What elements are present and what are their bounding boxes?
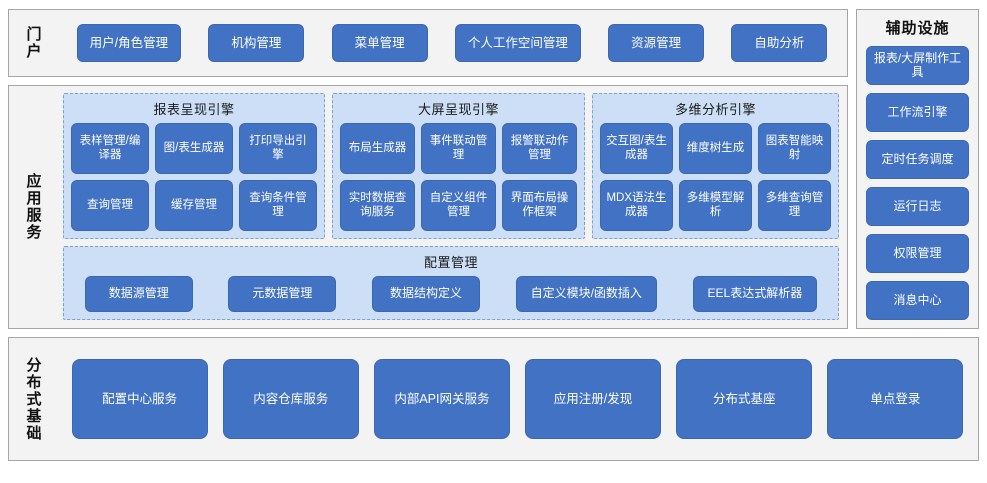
bigscreen-engine-item-ui-layout-framework[interactable]: 界面布局操作框架 — [502, 180, 577, 231]
panel-olap-engine-title: 多维分析引擎 — [674, 102, 756, 117]
config-item-data-structure[interactable]: 数据结构定义 — [371, 276, 480, 312]
panel-olap-engine: 多维分析引擎 交互图/表生成器 维度树生成 图表智能映射 MDX语法生成器 多维… — [592, 93, 839, 239]
bigscreen-engine-item-layout-generator[interactable]: 布局生成器 — [340, 123, 415, 174]
bigscreen-engine-item-realtime-query[interactable]: 实时数据查询服务 — [340, 180, 415, 231]
aux-item-workflow-engine[interactable]: 工作流引擎 — [866, 93, 969, 132]
distributed-foundation-label: 分布式基础 — [24, 356, 42, 442]
config-item-datasource[interactable]: 数据源管理 — [84, 276, 193, 312]
aux-item-scheduled-task[interactable]: 定时任务调度 — [866, 140, 969, 179]
portal-item-resource[interactable]: 资源管理 — [608, 24, 705, 62]
portal-item-workspace[interactable]: 个人工作空间管理 — [454, 24, 581, 62]
report-engine-item-template-manager[interactable]: 表样管理/编译器 — [71, 123, 149, 174]
panel-bigscreen-engine-title: 大屏呈现引擎 — [417, 102, 499, 117]
portal-label: 门户 — [24, 26, 42, 60]
report-engine-item-query-condition[interactable]: 查询条件管理 — [239, 180, 317, 231]
olap-engine-item-model-parser[interactable]: 多维模型解析 — [679, 180, 752, 231]
application-services-content: 报表呈现引擎 表样管理/编译器 图/表生成器 打印导出引擎 查询管理 缓存管理 … — [57, 86, 847, 328]
portal-item-user-role[interactable]: 用户/角色管理 — [76, 24, 182, 62]
bigscreen-engine-item-custom-component[interactable]: 自定义组件管理 — [421, 180, 496, 231]
olap-engine-item-dimension-tree[interactable]: 维度树生成 — [679, 123, 752, 174]
report-engine-item-query-manager[interactable]: 查询管理 — [71, 180, 149, 231]
left-main-column: 门户 用户/角色管理 机构管理 菜单管理 个人工作空间管理 资源管理 自助分析 … — [8, 9, 848, 329]
auxiliary-facilities-items: 报表/大屏制作工具 工作流引擎 定时任务调度 运行日志 权限管理 消息中心 — [866, 46, 969, 320]
config-management-items: 数据源管理 元数据管理 数据结构定义 自定义模块/函数插入 EEL表达式解析器 — [71, 276, 831, 312]
distributed-foundation-section: 分布式基础 配置中心服务 内容仓库服务 内部API网关服务 应用注册/发现 分布… — [8, 337, 979, 461]
panel-config-management-title: 配置管理 — [423, 255, 478, 270]
dist-item-content-repository[interactable]: 内容仓库服务 — [222, 359, 359, 439]
panel-olap-engine-grid: 交互图/表生成器 维度树生成 图表智能映射 MDX语法生成器 多维模型解析 多维… — [600, 123, 831, 231]
bigscreen-engine-item-event-linkage[interactable]: 事件联动管理 — [421, 123, 496, 174]
panel-report-engine: 报表呈现引擎 表样管理/编译器 图/表生成器 打印导出引擎 查询管理 缓存管理 … — [63, 93, 325, 239]
dist-item-distributed-base[interactable]: 分布式基座 — [676, 359, 813, 439]
aux-item-report-screen-tool[interactable]: 报表/大屏制作工具 — [866, 46, 969, 85]
report-engine-item-cache-manager[interactable]: 缓存管理 — [155, 180, 233, 231]
portal-item-org[interactable]: 机构管理 — [208, 24, 305, 62]
distributed-foundation-items: 配置中心服务 内容仓库服务 内部API网关服务 应用注册/发现 分布式基座 单点… — [57, 338, 978, 460]
application-services-label: 应用服务 — [24, 173, 42, 241]
olap-engine-item-query-manager[interactable]: 多维查询管理 — [758, 180, 831, 231]
auxiliary-facilities-section: 辅助设施 报表/大屏制作工具 工作流引擎 定时任务调度 运行日志 权限管理 消息… — [856, 9, 979, 329]
aux-item-permission-management[interactable]: 权限管理 — [866, 234, 969, 273]
auxiliary-facilities-title: 辅助设施 — [885, 20, 950, 37]
panel-report-engine-grid: 表样管理/编译器 图/表生成器 打印导出引擎 查询管理 缓存管理 查询条件管理 — [71, 123, 317, 231]
panel-config-management: 配置管理 数据源管理 元数据管理 数据结构定义 自定义模块/函数插入 EEL表达… — [63, 246, 839, 320]
olap-engine-item-interactive-chart[interactable]: 交互图/表生成器 — [600, 123, 673, 174]
dist-item-sso[interactable]: 单点登录 — [827, 359, 964, 439]
panel-bigscreen-engine-grid: 布局生成器 事件联动管理 报警联动作管理 实时数据查询服务 自定义组件管理 界面… — [340, 123, 577, 231]
report-engine-item-print-export[interactable]: 打印导出引擎 — [239, 123, 317, 174]
config-item-custom-module[interactable]: 自定义模块/函数插入 — [515, 276, 657, 312]
olap-engine-item-smart-mapping[interactable]: 图表智能映射 — [758, 123, 831, 174]
panel-bigscreen-engine: 大屏呈现引擎 布局生成器 事件联动管理 报警联动作管理 实时数据查询服务 自定义… — [332, 93, 585, 239]
bigscreen-engine-item-alarm-action[interactable]: 报警联动作管理 — [502, 123, 577, 174]
dist-item-config-center[interactable]: 配置中心服务 — [71, 359, 208, 439]
olap-engine-item-mdx-generator[interactable]: MDX语法生成器 — [600, 180, 673, 231]
application-services-section: 应用服务 报表呈现引擎 表样管理/编译器 图/表生成器 打印导出引擎 查询管理 … — [8, 85, 848, 329]
portal-item-menu[interactable]: 菜单管理 — [331, 24, 428, 62]
portal-section: 门户 用户/角色管理 机构管理 菜单管理 个人工作空间管理 资源管理 自助分析 — [8, 9, 848, 77]
dist-item-api-gateway[interactable]: 内部API网关服务 — [373, 359, 510, 439]
panel-report-engine-title: 报表呈现引擎 — [153, 102, 235, 117]
report-engine-item-chart-generator[interactable]: 图/表生成器 — [155, 123, 233, 174]
aux-item-runtime-log[interactable]: 运行日志 — [866, 187, 969, 226]
dist-item-app-registry[interactable]: 应用注册/发现 — [525, 359, 662, 439]
config-item-metadata[interactable]: 元数据管理 — [228, 276, 337, 312]
top-section: 门户 用户/角色管理 机构管理 菜单管理 个人工作空间管理 资源管理 自助分析 … — [8, 9, 979, 329]
config-item-eel-parser[interactable]: EEL表达式解析器 — [692, 276, 818, 312]
portal-item-self-service[interactable]: 自助分析 — [731, 24, 828, 62]
portal-items: 用户/角色管理 机构管理 菜单管理 个人工作空间管理 资源管理 自助分析 — [57, 10, 847, 76]
engines-row: 报表呈现引擎 表样管理/编译器 图/表生成器 打印导出引擎 查询管理 缓存管理 … — [63, 93, 839, 239]
aux-item-message-center[interactable]: 消息中心 — [866, 281, 969, 320]
